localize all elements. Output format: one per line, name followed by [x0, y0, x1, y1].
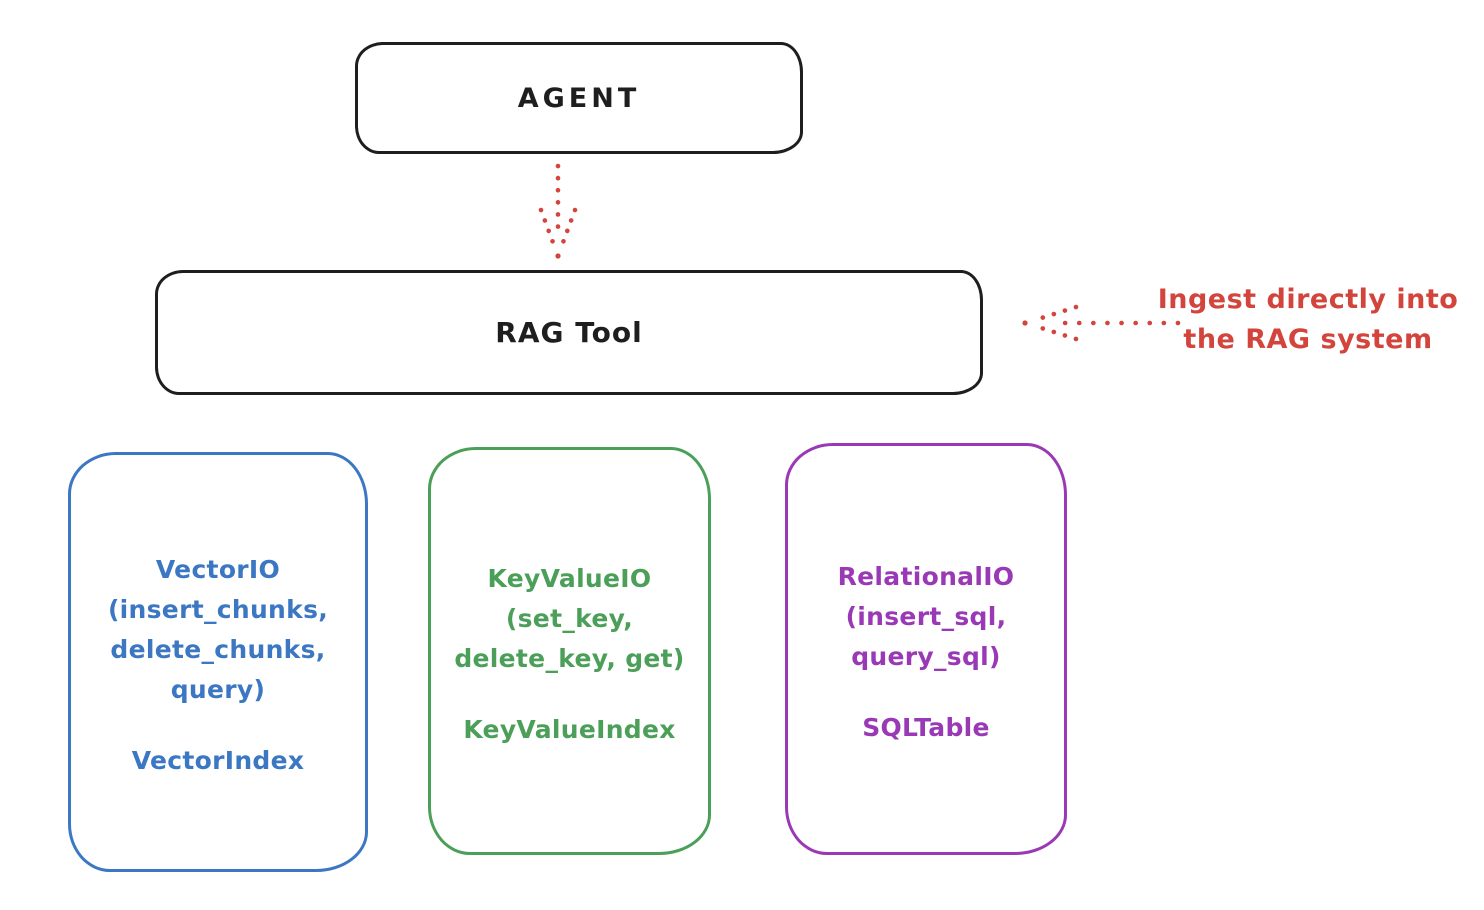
ingest-annotation-text: Ingest directly into the RAG system — [1157, 284, 1459, 355]
vector-io-interface-label: VectorIO (insert_chunks, delete_chunks, … — [107, 554, 329, 704]
vector-index-label: VectorIndex — [131, 745, 305, 775]
relational-io-interface-label: RelationalIO (insert_sql, query_sql) — [837, 561, 1015, 671]
sql-table-label: SQLTable — [862, 712, 990, 742]
keyvalue-io-interface-label: KeyValueIO (set_key, delete_key, get) — [454, 563, 685, 673]
relational-io-node: RelationalIO (insert_sql, query_sql) SQL… — [785, 443, 1067, 855]
agent-node: AGENT — [355, 42, 803, 154]
keyvalue-index-label: KeyValueIndex — [463, 714, 676, 744]
agent-to-ragtool-dotted-arrow-icon — [538, 163, 578, 259]
keyvalue-io-node: KeyValueIO (set_key, delete_key, get) Ke… — [428, 447, 711, 855]
ingest-annotation-dotted-arrow-icon — [1022, 304, 1181, 342]
rag-tool-label: RAG Tool — [495, 316, 643, 349]
vector-io-node: VectorIO (insert_chunks, delete_chunks, … — [68, 452, 368, 872]
rag-tool-node: RAG Tool — [155, 270, 983, 395]
agent-label: AGENT — [517, 82, 641, 114]
